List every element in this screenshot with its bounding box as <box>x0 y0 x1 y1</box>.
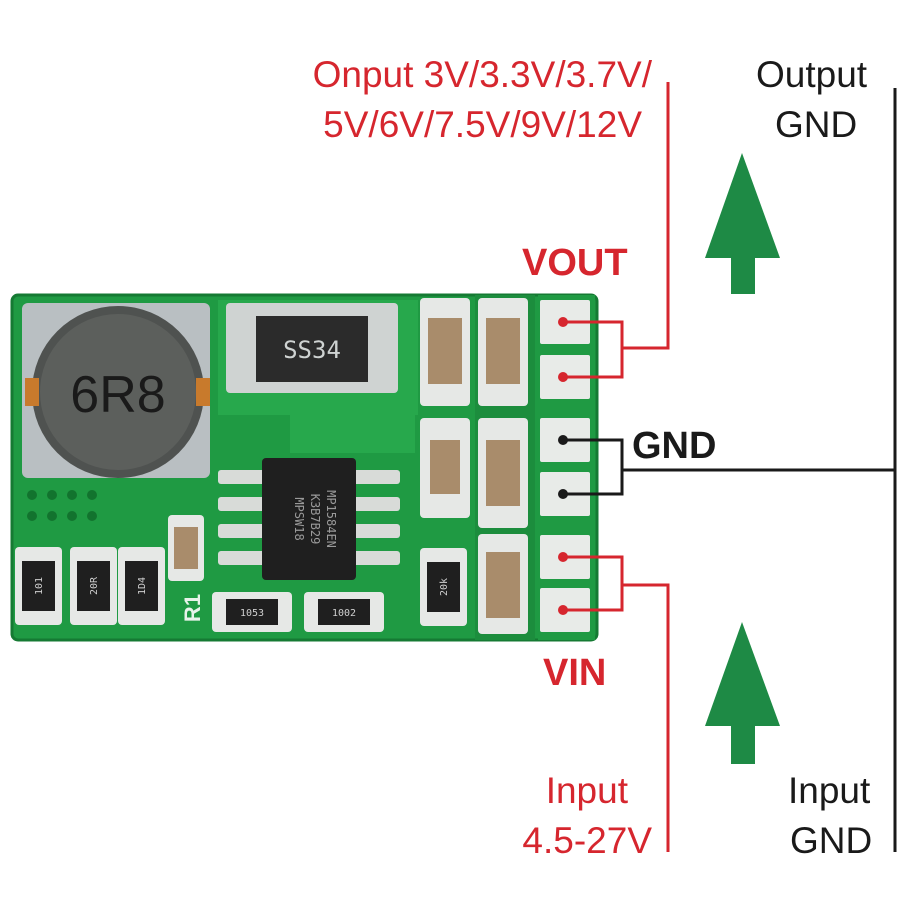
vin-label: VIN <box>543 652 607 694</box>
resistor-1-marking: 101 <box>34 577 45 595</box>
ic-marking: MP1584EN K3B7B29 MPSW18 <box>292 490 338 548</box>
inductor-marking: 6R8 <box>70 366 165 424</box>
output-arrow-icon <box>705 153 780 294</box>
resistor-4-marking: 1053 <box>240 608 264 619</box>
resistor-2-marking: 20R <box>89 576 100 595</box>
resistors <box>15 547 467 632</box>
gnd-pad-dot-1 <box>558 435 568 445</box>
output-gnd-label-line-1: Output <box>756 54 868 95</box>
ic-marking-line-1: MP1584EN <box>324 490 338 548</box>
vin-pad-dot-1 <box>558 552 568 562</box>
ic-marking-line-2: K3B7B29 <box>308 494 322 545</box>
inductor <box>22 303 210 478</box>
vout-pad-dot-2 <box>558 372 568 382</box>
diode-marking: SS34 <box>283 336 341 364</box>
output-gnd-label-line-2: GND <box>775 104 858 145</box>
gnd-pad-dot-2 <box>558 489 568 499</box>
resistor-6-marking: 20k <box>439 578 450 596</box>
ic-marking-line-3: MPSW18 <box>292 497 306 540</box>
silkscreen-r1: R1 <box>180 594 205 622</box>
ic-chip <box>218 458 400 580</box>
gnd-wire <box>563 88 897 852</box>
input-arrow-icon <box>705 622 780 764</box>
input-gnd-label-line-2: GND <box>790 820 873 861</box>
output-voltage-label-line-1: Onput 3V/3.3V/3.7V/ <box>312 54 652 95</box>
gnd-label: GND <box>632 425 717 467</box>
vout-label: VOUT <box>522 242 628 284</box>
vin-wire <box>563 555 670 852</box>
capacitors <box>168 298 528 634</box>
input-gnd-label-line-1: Input <box>788 770 871 811</box>
output-voltage-label-line-2: 5V/6V/7.5V/9V/12V <box>323 104 642 145</box>
resistor-5-marking: 1002 <box>332 608 356 619</box>
vout-pad-dot-1 <box>558 317 568 327</box>
vin-pad-dot-2 <box>558 605 568 615</box>
input-label-line-2: 4.5-27V <box>522 820 652 861</box>
diode <box>226 303 398 393</box>
pin-pads <box>538 295 595 640</box>
vout-wire <box>563 82 670 379</box>
input-label-line-1: Input <box>545 770 628 811</box>
resistor-3-marking: 1D4 <box>137 577 148 595</box>
